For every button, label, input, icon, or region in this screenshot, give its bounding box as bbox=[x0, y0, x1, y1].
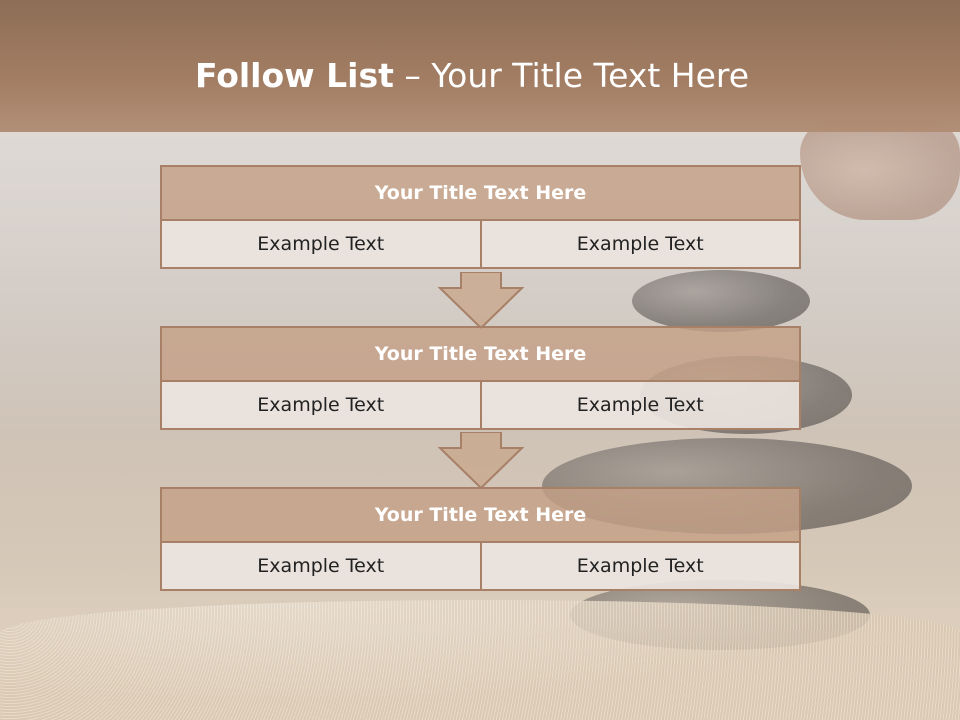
block-cell-right: Example Text bbox=[479, 541, 801, 591]
background-sand bbox=[0, 600, 960, 720]
slide-title-bold: Follow List bbox=[194, 56, 394, 95]
background-hand bbox=[800, 120, 960, 220]
block-title: Your Title Text Here bbox=[160, 326, 801, 382]
list-block-2: Your Title Text Here Example Text Exampl… bbox=[160, 326, 801, 430]
block-cell-left: Example Text bbox=[160, 380, 482, 430]
block-cell-left: Example Text bbox=[160, 541, 482, 591]
down-arrow-icon bbox=[438, 272, 524, 330]
block-cell-right: Example Text bbox=[479, 219, 801, 269]
block-row: Example Text Example Text bbox=[160, 219, 801, 269]
block-cell-left: Example Text bbox=[160, 219, 482, 269]
block-title: Your Title Text Here bbox=[160, 487, 801, 543]
block-row: Example Text Example Text bbox=[160, 541, 801, 591]
list-block-1: Your Title Text Here Example Text Exampl… bbox=[160, 165, 801, 269]
list-block-3: Your Title Text Here Example Text Exampl… bbox=[160, 487, 801, 591]
block-row: Example Text Example Text bbox=[160, 380, 801, 430]
slide-title: Follow List – Your Title Text Here bbox=[0, 56, 944, 95]
down-arrow-icon bbox=[438, 432, 524, 490]
slide-title-rest: – Your Title Text Here bbox=[393, 56, 750, 95]
background-stone bbox=[632, 270, 810, 332]
block-title: Your Title Text Here bbox=[160, 165, 801, 221]
title-bar bbox=[0, 0, 960, 132]
block-cell-right: Example Text bbox=[479, 380, 801, 430]
